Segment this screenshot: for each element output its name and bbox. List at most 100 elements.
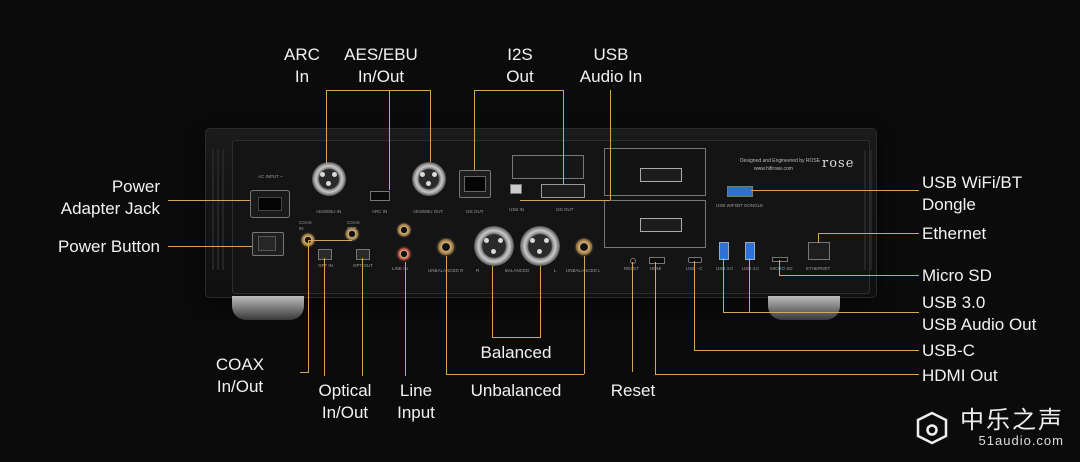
chassis-fin	[870, 150, 872, 270]
leader-line	[405, 262, 406, 376]
i2s-pinout-diagram	[512, 155, 584, 179]
balanced-l-text: L	[554, 268, 557, 273]
arc-hdmi-port[interactable]	[370, 191, 390, 201]
label-coax-in-out: COAX In/Out	[215, 355, 265, 396]
coax-out-text: COAX OUT	[347, 220, 360, 231]
watermark-logo: 中乐之声 51audio.com	[912, 408, 1064, 448]
leader-optical-v1	[324, 258, 325, 376]
hdmi-out-port[interactable]	[649, 257, 665, 264]
line-in-rca-bottom[interactable]	[396, 246, 412, 262]
leader-hdmi-v	[655, 262, 656, 374]
line-in-text: LINE IN	[392, 266, 408, 271]
power-switch-rocker	[258, 236, 276, 251]
aes-ebu-in-text: AES/EBU IN	[316, 209, 342, 214]
leader-aes-v	[430, 90, 431, 162]
leader-arc-v	[326, 90, 327, 164]
aes-ebu-out-xlr[interactable]	[412, 162, 446, 196]
line-in-rca-top[interactable]	[396, 222, 412, 238]
label-usb30-audio-out: USB 3.0 USB Audio Out	[922, 293, 1037, 334]
leader-unbal-v2	[584, 256, 585, 374]
label-power-adapter-jack: Power Adapter Jack	[60, 177, 160, 218]
leader-ethernet-h	[818, 233, 919, 234]
reset-text: RESET	[624, 266, 639, 272]
leader-coax-v	[308, 240, 309, 372]
label-usb-c: USB-C	[922, 341, 975, 360]
leader-i2s-v2	[563, 90, 564, 184]
speaker-cube-icon	[916, 411, 948, 445]
optical-in-port[interactable]	[318, 249, 332, 260]
leader-i2s-h	[474, 90, 564, 91]
optical-out-port[interactable]	[356, 249, 370, 260]
aes-ebu-in-xlr[interactable]	[312, 162, 346, 196]
coax-out-rca[interactable]	[344, 226, 360, 242]
leader-coax-h	[300, 372, 309, 373]
label-line-input: Line Input	[397, 381, 435, 422]
label-micro-sd: Micro SD	[922, 266, 992, 285]
label-i2s-out: I2S Out	[506, 45, 534, 86]
i2s-connector-diagram-1	[640, 168, 682, 182]
label-aes-ebu: AES/EBU In/Out	[344, 45, 418, 86]
leader-usb-audio-v	[610, 90, 611, 200]
chassis-fin	[222, 150, 224, 270]
unbalanced-l-rca[interactable]	[574, 237, 594, 257]
watermark-cn-text: 中乐之声	[960, 407, 1064, 434]
leader-usbc-v	[694, 261, 695, 350]
leader-power-jack	[168, 200, 250, 201]
i2s-rj45-socket	[464, 176, 486, 192]
leader-aes-h	[345, 90, 431, 91]
opt-in-text: OPT IN	[318, 263, 333, 268]
left-foot	[232, 296, 304, 320]
leader-coax-top	[308, 240, 352, 241]
leader-usb30-v2	[749, 258, 750, 312]
chassis-fin	[212, 150, 214, 270]
ac-inlet-socket	[258, 197, 282, 211]
i2s-out-text: I2S OUT	[466, 209, 484, 214]
i2s-dvi-port[interactable]	[541, 184, 585, 198]
leader-usb-audio-h	[520, 200, 610, 201]
ac-input-text: AC INPUT ~	[258, 174, 283, 179]
ethernet-text: ETHERNET	[806, 266, 831, 271]
leader-bal-h	[492, 337, 541, 338]
leader-hdmi-h	[655, 374, 919, 375]
label-balanced: Balanced	[480, 343, 552, 362]
usb30-port-2[interactable]	[745, 242, 755, 260]
usb-wifi-dongle-text: USB WIFI/BT DONGLE	[716, 203, 764, 208]
ethernet-port[interactable]	[808, 242, 830, 260]
balanced-text: BALANCED	[505, 268, 530, 273]
i2s-connector-diagram-2	[640, 218, 682, 232]
rose-logo-text: rose	[822, 156, 855, 171]
unbalanced-r-rca[interactable]	[436, 237, 456, 257]
balanced-l-xlr[interactable]	[520, 226, 560, 266]
leader-bal-v1	[492, 266, 493, 338]
usb30-text-1: USB 3.0	[716, 266, 733, 271]
label-unbalanced: Unbalanced	[470, 381, 562, 400]
usb-c-port[interactable]	[688, 257, 702, 263]
label-arc-in: ARC In	[284, 45, 320, 86]
coax-in-text: COAX IN	[299, 220, 312, 231]
leader-unbal-v1	[446, 256, 447, 374]
usb30-port-1[interactable]	[719, 242, 729, 260]
balanced-r-xlr[interactable]	[474, 226, 514, 266]
label-usb-wifi-bt-dongle: USB WiFi/BT Dongle	[922, 173, 1023, 214]
usb30-text-2: USB 3.0	[742, 266, 759, 271]
usb-in-text: USB IN	[509, 207, 525, 212]
micro-sd-slot[interactable]	[772, 257, 788, 262]
website-text: www.hifirose.com	[754, 166, 793, 172]
chassis-fin	[864, 150, 866, 270]
arc-in-text: ARC IN	[372, 209, 388, 214]
leader-i2s-v1	[474, 90, 475, 170]
leader-bal-v2	[540, 266, 541, 338]
leader-usb30-v1	[723, 258, 724, 312]
chassis-fin	[217, 150, 219, 270]
label-reset: Reset	[610, 381, 656, 400]
watermark-en-text: 51audio.com	[978, 433, 1064, 448]
i2s-out-dvi-text: I2S OUT	[556, 207, 574, 212]
designed-by-text: Designed and Engineered by ROSE	[740, 158, 821, 164]
leader-microsd-h	[779, 275, 919, 276]
reset-pinhole[interactable]	[630, 258, 636, 264]
label-usb-audio-in: USB Audio In	[579, 45, 643, 86]
usb-b-audio-in-port[interactable]	[510, 184, 522, 194]
unbalanced-l-text: UNBALANCED L	[566, 268, 601, 273]
usb-wifi-dongle-port[interactable]	[727, 186, 753, 197]
